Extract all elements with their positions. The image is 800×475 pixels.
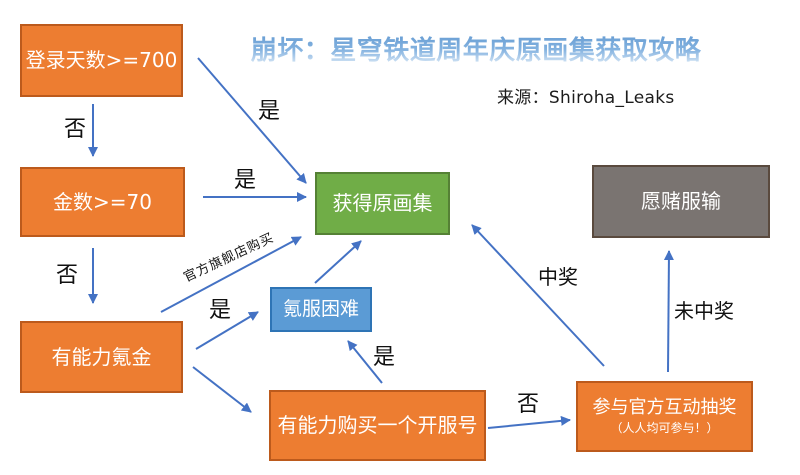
edge-flagship-to-artbook <box>160 236 302 313</box>
edge-buy-yes-to-overcome <box>347 340 383 384</box>
edge-label-yes-3: 是 <box>208 298 232 323</box>
node-accept-loss-label: 愿赌服输 <box>641 189 721 213</box>
node-buy-account-label: 有能力购买一个开服号 <box>277 413 478 437</box>
node-jade-count-label: 金数>=70 <box>53 189 152 214</box>
edge-label-no-1: 否 <box>63 117 87 142</box>
node-jade-count: 金数>=70 <box>20 167 185 237</box>
edge-label-yes-4: 是 <box>372 345 396 370</box>
edge-label-no-3: 否 <box>516 392 540 417</box>
node-login-days-label: 登录天数>=700 <box>25 48 178 72</box>
edge-label-yes-2: 是 <box>233 168 257 193</box>
edge-pay-no-to-buyaccount <box>192 366 252 413</box>
node-get-artbook-label: 获得原画集 <box>332 191 433 215</box>
source-credit: 来源：Shiroha_Leaks <box>497 88 675 108</box>
edge-login-yes-to-artbook <box>197 57 307 184</box>
node-overcome-label: 氪服困难 <box>282 297 359 320</box>
edge-label-no-2: 否 <box>55 263 79 288</box>
edge-label-yes-1: 是 <box>257 99 281 124</box>
diagram-title: 崩坏：星穹铁道周年庆原画集获取攻略 <box>245 30 707 66</box>
node-accept-loss: 愿赌服输 <box>592 165 770 238</box>
node-overcome-difficulty: 氪服困难 <box>270 287 372 332</box>
node-join-lottery: 参与官方互动抽奖 （人人均可参与！） <box>576 381 753 452</box>
node-login-days: 登录天数>=700 <box>20 24 183 97</box>
edge-buy-no-to-lottery <box>487 415 571 429</box>
edge-overcome-to-artbook <box>314 240 362 284</box>
node-get-artbook: 获得原画集 <box>315 172 450 235</box>
node-lottery-sublabel: （人人均可参与！） <box>610 421 719 436</box>
node-can-pay: 有能力氪金 <box>20 321 183 393</box>
edge-lottery-nowin-to-loss <box>663 250 674 373</box>
edge-label-no-win: 未中奖 <box>674 299 734 323</box>
edge-pay-yes-to-overcome <box>195 311 259 350</box>
edge-label-win: 中奖 <box>538 265 578 289</box>
node-can-pay-label: 有能力氪金 <box>51 344 152 369</box>
node-lottery-label: 参与官方互动抽奖 <box>592 396 737 418</box>
node-buy-launch-account: 有能力购买一个开服号 <box>269 390 486 461</box>
edge-lottery-win-to-artbook <box>471 224 605 367</box>
